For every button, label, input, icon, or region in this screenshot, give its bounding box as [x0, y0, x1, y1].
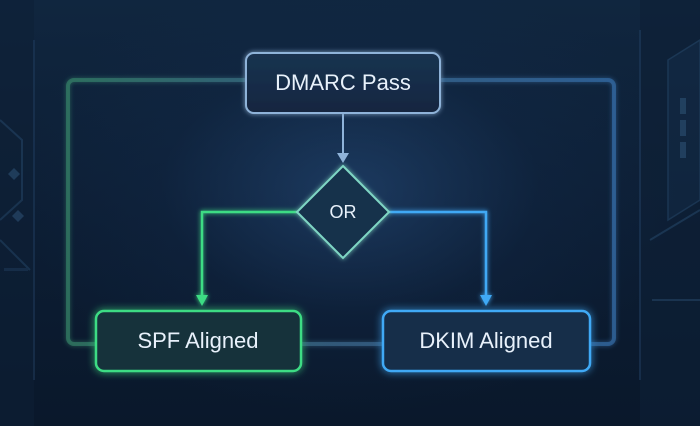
- circuit-decoration-right: [639, 0, 700, 426]
- decision-or-label: OR: [330, 202, 357, 222]
- node-dmarc-pass-label: DMARC Pass: [275, 70, 411, 95]
- connector-decision-to-dkim: [389, 210, 492, 306]
- connector-top-to-decision: [337, 113, 349, 163]
- circuit-decoration-left: [0, 0, 35, 426]
- arrow-down-icon: [480, 295, 492, 306]
- node-dkim-aligned-label: DKIM Aligned: [419, 328, 552, 353]
- arrow-down-icon: [337, 153, 349, 163]
- node-spf-aligned: SPF Aligned: [94, 309, 303, 373]
- arrow-down-icon: [196, 295, 208, 306]
- decision-or: OR: [295, 164, 391, 260]
- node-dkim-aligned: DKIM Aligned: [381, 309, 592, 373]
- node-spf-aligned-label: SPF Aligned: [137, 328, 258, 353]
- node-dmarc-pass: DMARC Pass: [245, 52, 441, 114]
- connector-decision-to-spf: [196, 210, 297, 306]
